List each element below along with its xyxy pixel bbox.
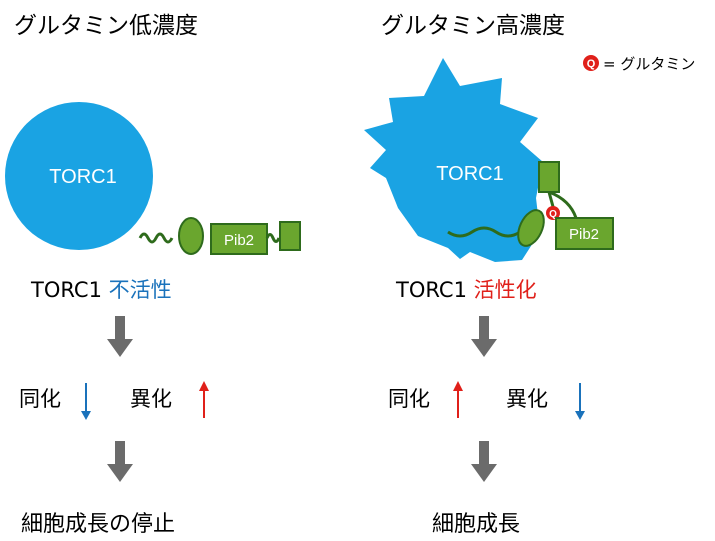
left-outcome: 細胞成長の停止: [21, 512, 176, 537]
torc1-inactive-circle: [5, 102, 153, 250]
right-anabolism-label: 同化: [388, 387, 430, 411]
legend-q-icon: [583, 55, 599, 71]
right-state-line: TORC1 活性化: [396, 274, 537, 304]
right-panel-title: グルタミン高濃度: [381, 13, 565, 39]
left-state-word: 不活性: [108, 278, 172, 302]
pib2-linker-coil-left: [138, 232, 174, 244]
pib2-label-right: Pib2: [569, 226, 599, 243]
pib2-lobe-right: [517, 209, 545, 247]
anabolism-down-arrow-left: [81, 383, 91, 420]
flow-arrow-left-2: [107, 441, 133, 482]
left-state-prefix: TORC1: [31, 278, 102, 302]
right-catabolism-label: 異化: [506, 387, 548, 411]
flow-arrow-right-1: [471, 316, 497, 357]
left-state-line: TORC1 不活性: [31, 274, 172, 304]
legend-text: = グルタミン: [603, 55, 696, 73]
anabolism-up-arrow-right: [453, 381, 463, 418]
right-outcome: 細胞成長: [432, 512, 521, 537]
glutamine-q-label: Q: [549, 209, 557, 220]
pib2-tail-link2-right: [548, 190, 578, 219]
catabolism-down-arrow-right: [575, 383, 585, 420]
left-anabolism-label: 同化: [19, 387, 61, 411]
flow-arrow-right-2: [471, 441, 497, 482]
pib2-linker-coil-right: [447, 226, 521, 238]
right-state-prefix: TORC1: [396, 278, 467, 302]
torc1-active-starburst: [364, 58, 543, 262]
torc1-label-right: TORC1: [436, 163, 503, 185]
pib2-box-left: [210, 223, 268, 255]
pib2-tail-coil-left: [265, 233, 281, 243]
right-state-word: 活性化: [473, 278, 537, 302]
pib2-tail-domain-right: [538, 161, 560, 193]
pib2-tail-domain-left: [279, 221, 301, 251]
pib2-box-right: [555, 217, 614, 250]
catabolism-up-arrow-left: [199, 381, 209, 418]
glutamine-q-badge: [546, 206, 560, 220]
pib2-lobe-left: [178, 217, 204, 255]
torc1-label-left: TORC1: [49, 166, 116, 188]
left-panel-title: グルタミン低濃度: [14, 13, 198, 39]
pib2-label-left: Pib2: [224, 232, 254, 249]
left-catabolism-label: 異化: [130, 387, 172, 411]
legend-q-symbol: Q: [587, 58, 596, 70]
flow-arrow-left-1: [107, 316, 133, 357]
